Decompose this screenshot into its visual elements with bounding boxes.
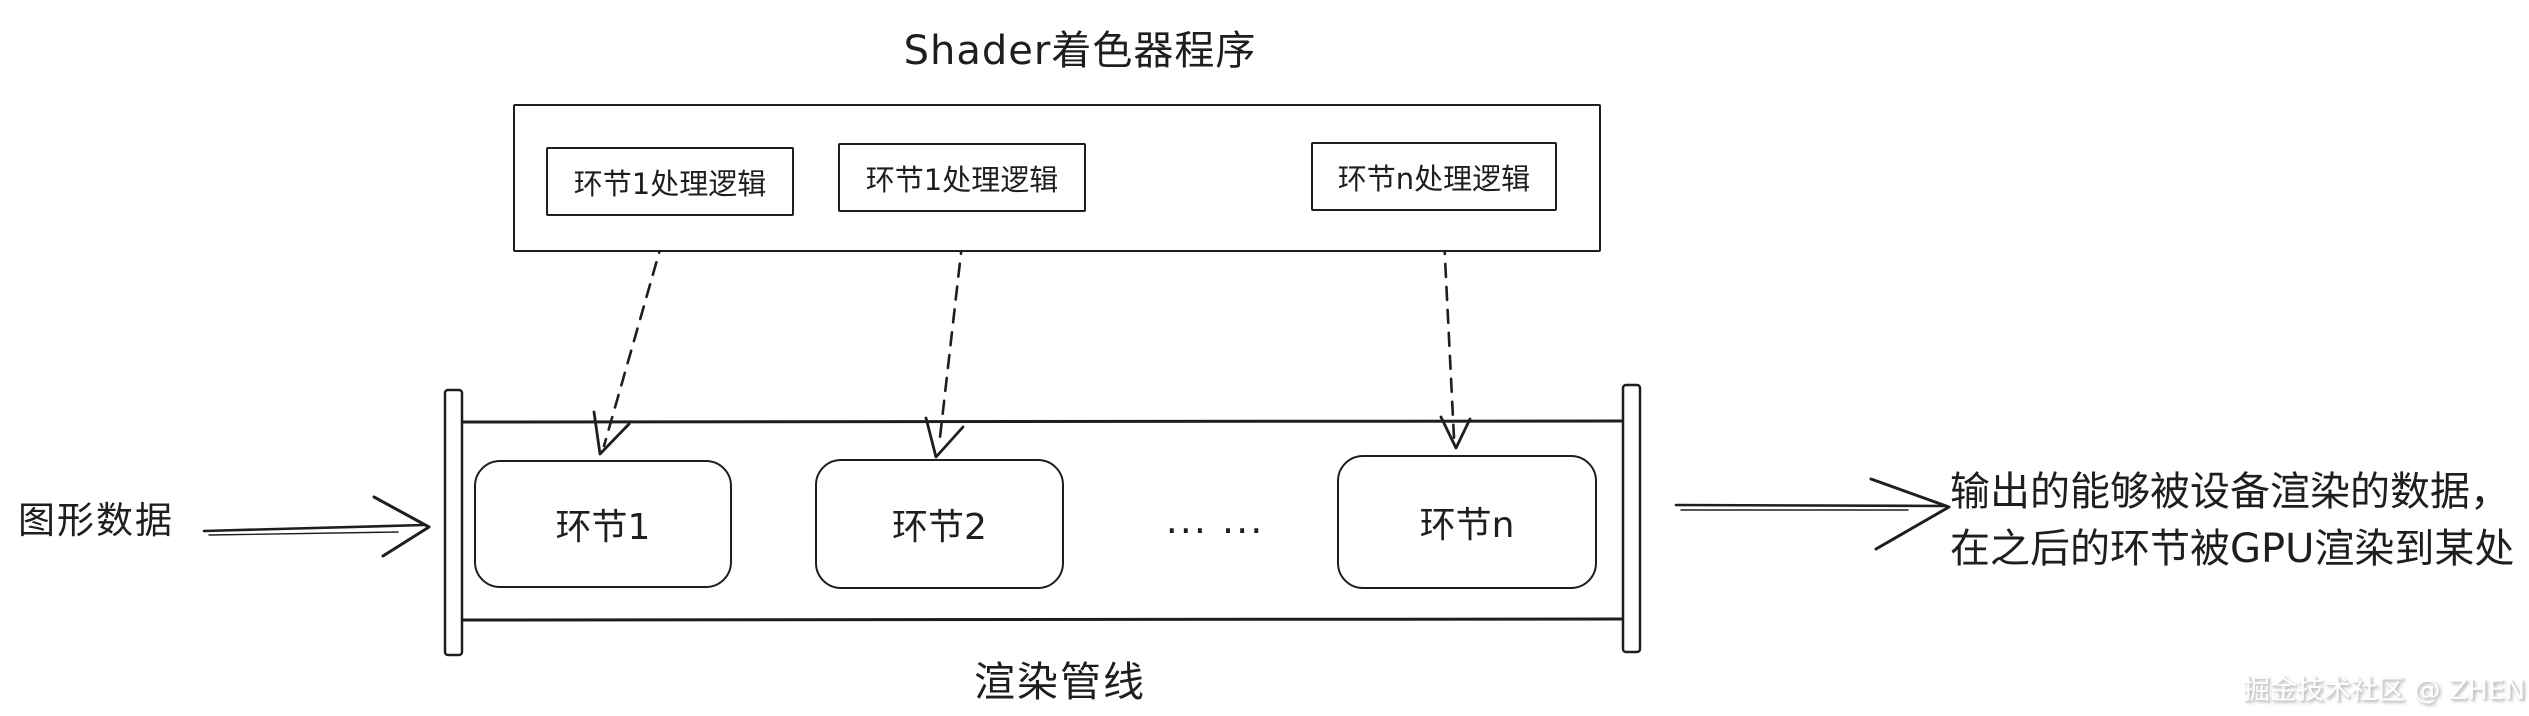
- output-arrow: [1674, 477, 1951, 551]
- stage-box-3-label: 环节n: [1419, 505, 1515, 546]
- input-label: 图形数据: [18, 499, 174, 542]
- stage-box-2-label: 环节2: [892, 507, 987, 548]
- pipeline-right-cap: [1621, 383, 1642, 654]
- logic-box-3: 环节n处理逻辑: [1311, 142, 1557, 211]
- stage-box-3: 环节n: [1337, 455, 1597, 589]
- watermark: 掘金技术社区 @ ZHEN: [2243, 675, 2526, 706]
- pipeline-bottom-rail: [459, 617, 1626, 622]
- output-text: 输出的能够被设备渲染的数据， 在之后的环节被GPU渲染到某处: [1950, 464, 2529, 578]
- logic-box-3-label: 环节n处理逻辑: [1337, 161, 1531, 196]
- dashed-arrow-1: [592, 216, 671, 456]
- pipeline-ellipsis: ... ...: [1165, 498, 1265, 542]
- pipeline-left-cap: [443, 388, 464, 657]
- dashed-arrow-3: [1439, 216, 1472, 450]
- logic-box-2: 环节1处理逻辑: [838, 143, 1086, 212]
- diagram-title: Shader着色器程序: [903, 28, 1257, 74]
- logic-box-1: 环节1处理逻辑: [546, 147, 794, 216]
- dashed-arrow-2: [924, 216, 967, 459]
- logic-box-1-label: 环节1处理逻辑: [573, 166, 767, 201]
- stage-box-1-label: 环节1: [555, 507, 651, 548]
- pipeline-top-rail: [459, 419, 1626, 424]
- output-text-line1: 输出的能够被设备渲染的数据，: [1950, 469, 2510, 515]
- pipeline-caption: 渲染管线: [974, 658, 1146, 706]
- output-text-line2: 在之后的环节被GPU渲染到某处: [1950, 526, 2515, 572]
- stage-box-2: 环节2: [815, 459, 1064, 589]
- stage-box-1: 环节1: [474, 460, 732, 588]
- input-arrow: [202, 495, 431, 558]
- logic-box-2-label: 环节1处理逻辑: [865, 162, 1059, 197]
